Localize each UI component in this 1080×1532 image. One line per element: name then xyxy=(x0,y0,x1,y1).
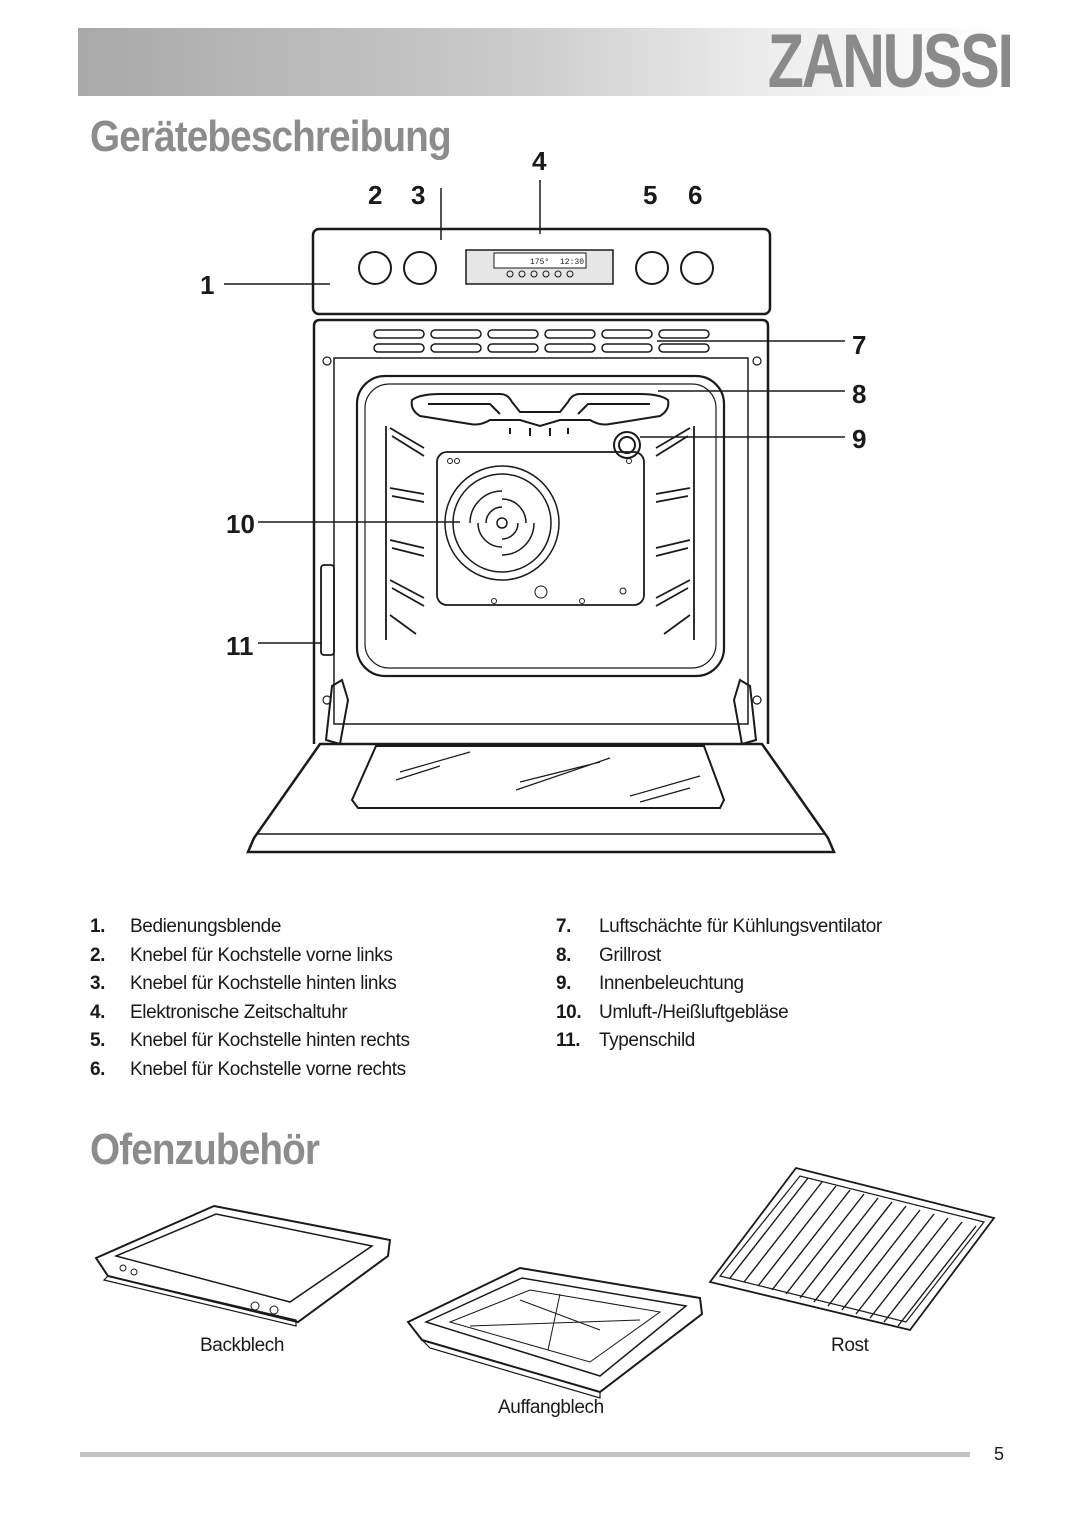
timer-display-text: 175° 12:30 xyxy=(530,258,584,267)
glass-reflections xyxy=(395,751,701,803)
legend-number: 9. xyxy=(556,973,572,994)
shelf-support-left xyxy=(385,426,425,640)
legend-label: Luftschächte für Kühlungsventilator xyxy=(599,916,882,937)
page-number: 5 xyxy=(994,1444,1005,1464)
callout-8: 8 xyxy=(852,379,866,409)
callout-5: 5 xyxy=(643,180,657,210)
legend-number: 6. xyxy=(90,1058,106,1080)
door-glass xyxy=(350,745,726,809)
legend-number: 2. xyxy=(90,944,106,966)
callout-9: 9 xyxy=(852,424,866,454)
hinge-right xyxy=(732,678,758,746)
callout-labels: 1 2 3 4 5 6 7 8 9 10 11 xyxy=(200,146,866,661)
caption-drip-pan: Auffangblech xyxy=(498,1397,604,1418)
convection-fan xyxy=(444,465,560,581)
oven-door xyxy=(246,742,836,854)
rating-plate xyxy=(320,564,335,656)
wire-rack-illustration xyxy=(708,1166,996,1332)
legend-number: 1. xyxy=(90,916,106,937)
callout-10: 10 xyxy=(226,509,255,539)
legend-number: 11. xyxy=(556,1030,581,1051)
callout-7: 7 xyxy=(852,330,866,360)
legend-item: 2. Knebel für Kochstelle vorne links xyxy=(90,942,410,971)
legend-label: Knebel für Kochstelle hinten links xyxy=(130,973,397,994)
knob-front-right xyxy=(680,251,714,285)
legend-label: Knebel für Kochstelle hinten rechts xyxy=(130,1030,410,1051)
callout-4: 4 xyxy=(532,146,547,176)
legend-right: 7. Luftschächte für Kühlungsventilator 8.… xyxy=(556,913,882,1056)
legend-label: Umluft-/Heißluftgebläse xyxy=(599,1001,789,1023)
callout-11: 11 xyxy=(226,631,254,661)
grill-element xyxy=(410,393,670,436)
rear-wall xyxy=(436,451,645,606)
knob-front-left xyxy=(358,251,392,285)
timer-display-screen xyxy=(493,252,587,269)
shelf-support-right xyxy=(655,426,695,640)
oven-body xyxy=(312,318,770,744)
legend-label: Bedienungsblende xyxy=(130,916,282,937)
timer-buttons xyxy=(506,270,574,278)
legend-number: 5. xyxy=(90,1030,106,1051)
caption-rack: Rost xyxy=(831,1335,869,1356)
legend-item: 11. Typenschild xyxy=(556,1027,882,1056)
leader-lines xyxy=(224,180,845,644)
callout-6: 6 xyxy=(688,180,702,210)
callout-2: 2 xyxy=(368,180,382,210)
drip-pan-illustration xyxy=(406,1266,704,1399)
baking-tray-illustration xyxy=(94,1204,392,1327)
legend-label: Elektronische Zeitschaltuhr xyxy=(130,1001,348,1023)
cooling-vents xyxy=(373,329,710,353)
legend-item: 9. Innenbeleuchtung xyxy=(556,970,882,999)
display-time: 12:30 xyxy=(560,258,584,267)
section-title-description: Gerätebeschreibung xyxy=(90,112,452,161)
legend-label: Grillrost xyxy=(599,944,661,966)
footer-rule xyxy=(80,1452,970,1457)
legend-number: 4. xyxy=(90,1001,106,1023)
oven-cavity xyxy=(355,374,726,678)
caption-baking-tray: Backblech xyxy=(200,1335,285,1356)
legend-left: 1. Bedienungsblende 2. Knebel für Kochstel… xyxy=(90,913,410,1084)
legend-item: 8. Grillrost xyxy=(556,942,882,971)
legend-item: 4. Elektronische Zeitschaltuhr xyxy=(90,999,410,1028)
rear-wall-holes xyxy=(447,458,632,604)
legend-label: Typenschild xyxy=(599,1030,695,1051)
oven-diagram: 175° 12:30 1 2 3 4 5 6 7 8 9 10 11 xyxy=(200,146,866,854)
legend-item: 5. Knebel für Kochstelle hinten rechts xyxy=(90,1027,410,1056)
legend-label: Innenbeleuchtung xyxy=(599,973,744,994)
brand-logo: ZANUSSI xyxy=(768,19,1014,104)
oven-frame xyxy=(333,357,749,725)
header-bar xyxy=(78,28,1013,96)
knob-rear-left xyxy=(403,251,437,285)
hinge-left xyxy=(324,678,350,746)
interior-lamp xyxy=(613,431,641,459)
section-title-accessories: Ofenzubehör xyxy=(90,1125,320,1174)
legend-item: 10. Umluft-/Heißluftgebläse xyxy=(556,999,882,1028)
legend-item: 3. Knebel für Kochstelle hinten links xyxy=(90,970,410,999)
accessories-illustration xyxy=(94,1166,996,1399)
legend-label: Knebel für Kochstelle vorne links xyxy=(130,944,393,966)
legend-item: 1. Bedienungsblende xyxy=(90,913,410,942)
legend-number: 7. xyxy=(556,916,572,937)
legend-item: 7. Luftschächte für Kühlungsventilator xyxy=(556,913,882,942)
display-temperature: 175° xyxy=(530,258,549,267)
frame-screws xyxy=(322,356,762,705)
legend-number: 10. xyxy=(556,1001,582,1023)
control-panel xyxy=(311,227,772,316)
legend-number: 8. xyxy=(556,944,572,966)
callout-1: 1 xyxy=(200,270,214,300)
legend-item: 6. Knebel für Kochstelle vorne rechts xyxy=(90,1056,410,1085)
knob-rear-right xyxy=(635,251,669,285)
legend-number: 3. xyxy=(90,973,106,994)
legend-label: Knebel für Kochstelle vorne rechts xyxy=(130,1058,406,1080)
callout-3: 3 xyxy=(411,180,425,210)
